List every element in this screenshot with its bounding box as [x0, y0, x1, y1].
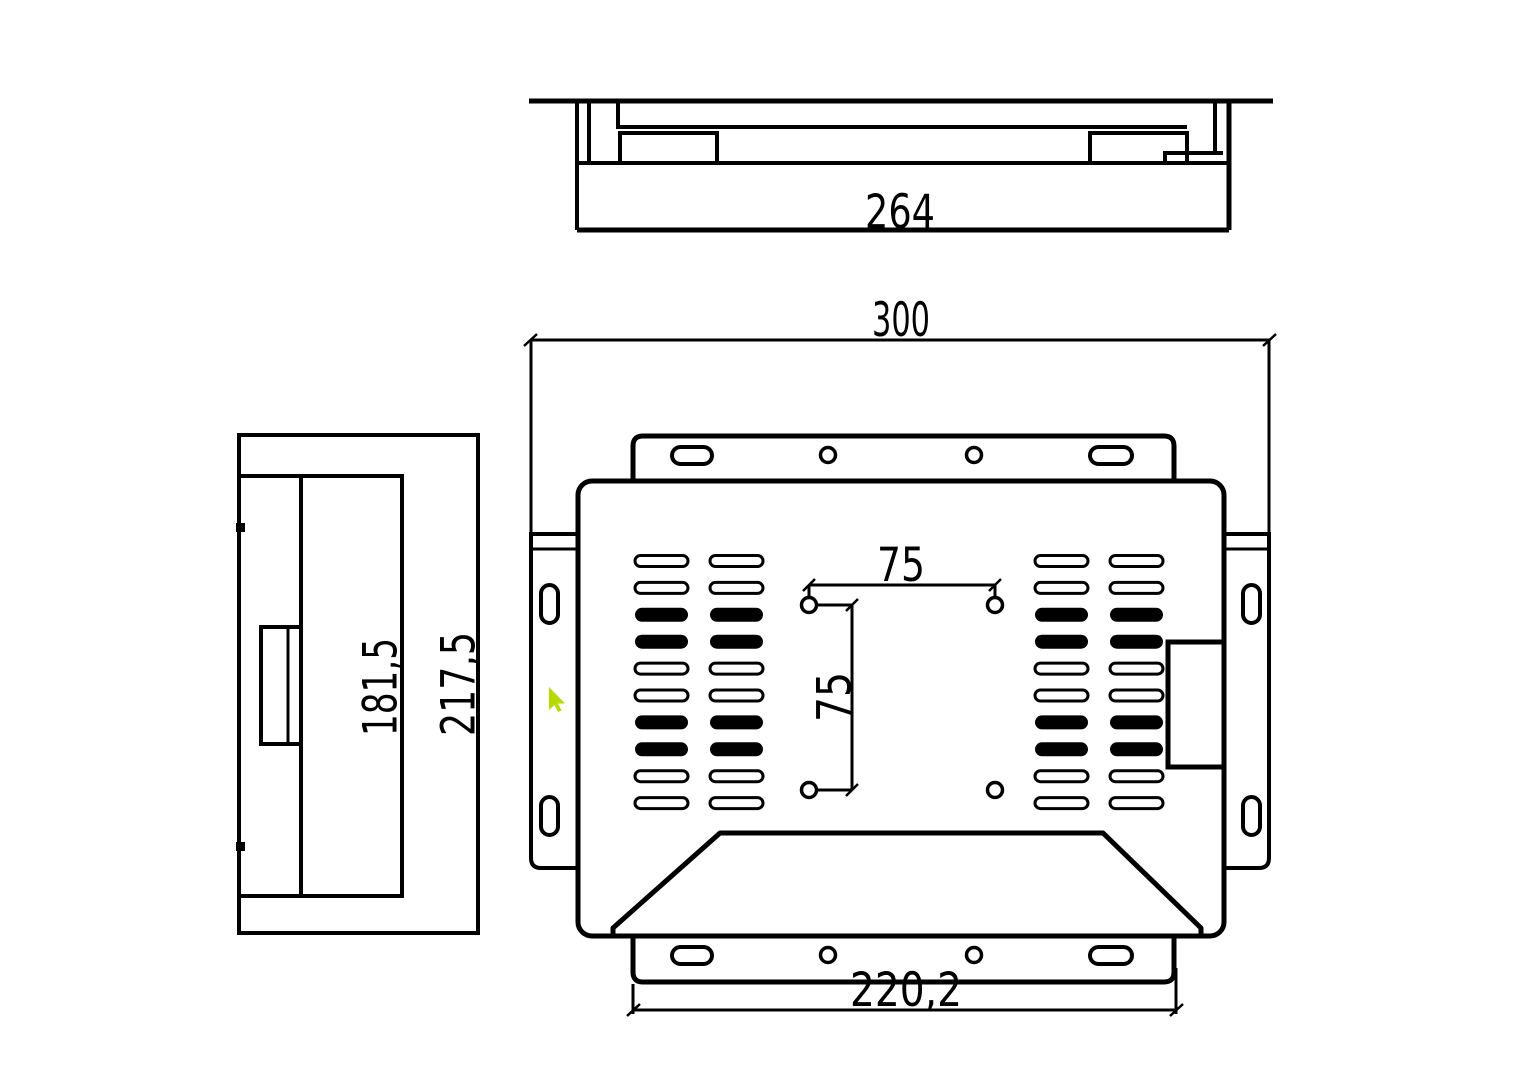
left-flange-slot-top [539, 583, 560, 625]
vesa-hole-bottom-left [799, 780, 819, 800]
vent-slot-thick [1035, 607, 1088, 622]
ventilation-slots [633, 554, 1165, 811]
bottom-bracket [630, 936, 1177, 985]
dim-ticks-220 [626, 1003, 1184, 1017]
vent-slot-thick [1110, 715, 1163, 730]
vent-slot-thin [708, 661, 765, 676]
vent-slot-thin [708, 688, 765, 703]
bottom-bracket-hole-right [964, 945, 984, 965]
vent-slot-thick [710, 715, 763, 730]
vent-slot-thick [635, 715, 688, 730]
left-flange-slot-bottom [539, 795, 560, 837]
vesa-hole-top-left [799, 595, 819, 615]
vent-slot-thin [1033, 688, 1090, 703]
vent-slot-thick [1035, 715, 1088, 730]
right-inner-bracket [1088, 131, 1189, 163]
vesa-hole-top-right [985, 595, 1005, 615]
right-shelf-line [1163, 151, 1223, 163]
top-bracket-hole-right [964, 445, 984, 465]
vent-slot-thick [710, 742, 763, 757]
left-inner-bracket [618, 131, 719, 163]
vent-slot-thin [1108, 661, 1165, 676]
bottom-bracket-hole-left [818, 945, 838, 965]
vent-slot-thin [633, 796, 690, 811]
top-bracket-slot-left [670, 445, 714, 466]
dim-ticks-vesa-v [845, 598, 859, 797]
top-bracket [630, 433, 1177, 481]
vent-slot-thick [635, 634, 688, 649]
vent-slot-thin [633, 688, 690, 703]
dimension-label-220-2: 220,2 [850, 963, 962, 1018]
dim-line-vesa-h [807, 583, 997, 596]
dimension-label-181-5: 181,5 [354, 638, 409, 736]
vent-slot-thick [710, 607, 763, 622]
dimension-label-vesa-v: 75 [808, 672, 863, 722]
rear-panel-view: 300 75 75 [523, 293, 1277, 1018]
vent-slot-thin [1108, 769, 1165, 784]
right-flange [1224, 532, 1271, 870]
vent-slot-thin [1108, 554, 1165, 568]
vent-slot-thin [1033, 554, 1090, 568]
dimension-label-217-5: 217,5 [432, 632, 487, 736]
vent-slot-thin [708, 769, 765, 784]
dim-extensions-300 [529, 340, 1271, 534]
dimension-label-300: 300 [872, 293, 930, 348]
vent-slot-thick [1110, 634, 1163, 649]
vent-slot-thin [1033, 796, 1090, 811]
right-flange-slot-bottom [1241, 795, 1262, 837]
vent-slot-thin [708, 796, 765, 811]
bottom-bracket-slot-right [1088, 945, 1134, 966]
side-tab-notch-top [236, 523, 245, 532]
bottom-bracket-slot-left [670, 945, 714, 966]
vent-slot-thin [633, 661, 690, 676]
vent-slot-thin [1108, 688, 1165, 703]
vent-slot-thick [1110, 742, 1163, 757]
left-flange [529, 532, 578, 870]
vent-slot-thick [1035, 634, 1088, 649]
side-tab-notch-bottom [236, 842, 245, 851]
right-connector-block [1165, 639, 1224, 770]
vesa-hole-bottom-right [985, 780, 1005, 800]
side-connector-block [259, 625, 303, 746]
vent-slot-thin [1033, 580, 1090, 595]
dim-line-vesa-v [817, 603, 854, 792]
vent-slot-thick [710, 634, 763, 649]
vent-slot-thick [635, 742, 688, 757]
vent-slot-thin [633, 554, 690, 568]
vent-slot-thin [1033, 769, 1090, 784]
vent-slot-thin [708, 580, 765, 595]
dim-ticks-vesa-h [802, 578, 1002, 592]
dimension-label-264: 264 [865, 185, 935, 240]
top-profile-view: 264 [529, 98, 1273, 240]
right-flange-slot-top [1241, 583, 1262, 625]
vent-slot-thin [1033, 661, 1090, 676]
dimension-label-vesa-h: 75 [877, 538, 925, 593]
vent-slot-thin [1108, 796, 1165, 811]
vent-slot-thick [1035, 742, 1088, 757]
chassis-top-line [616, 101, 1187, 129]
rear-body [575, 478, 1227, 939]
vent-slot-thick [635, 607, 688, 622]
vent-slot-thin [1108, 580, 1165, 595]
vent-slot-thin [633, 769, 690, 784]
top-bracket-slot-right [1088, 445, 1134, 466]
vent-slot-thin [708, 554, 765, 568]
side-outer-rect [237, 433, 480, 935]
side-inner-rect [239, 474, 404, 898]
top-bracket-hole-left [818, 445, 838, 465]
vent-slot-thick [1110, 607, 1163, 622]
vent-slot-thin [633, 580, 690, 595]
left-side-view: 181,5 217,5 [236, 433, 487, 935]
mouse-cursor [549, 687, 565, 712]
stand-trapezoid [610, 830, 1204, 936]
